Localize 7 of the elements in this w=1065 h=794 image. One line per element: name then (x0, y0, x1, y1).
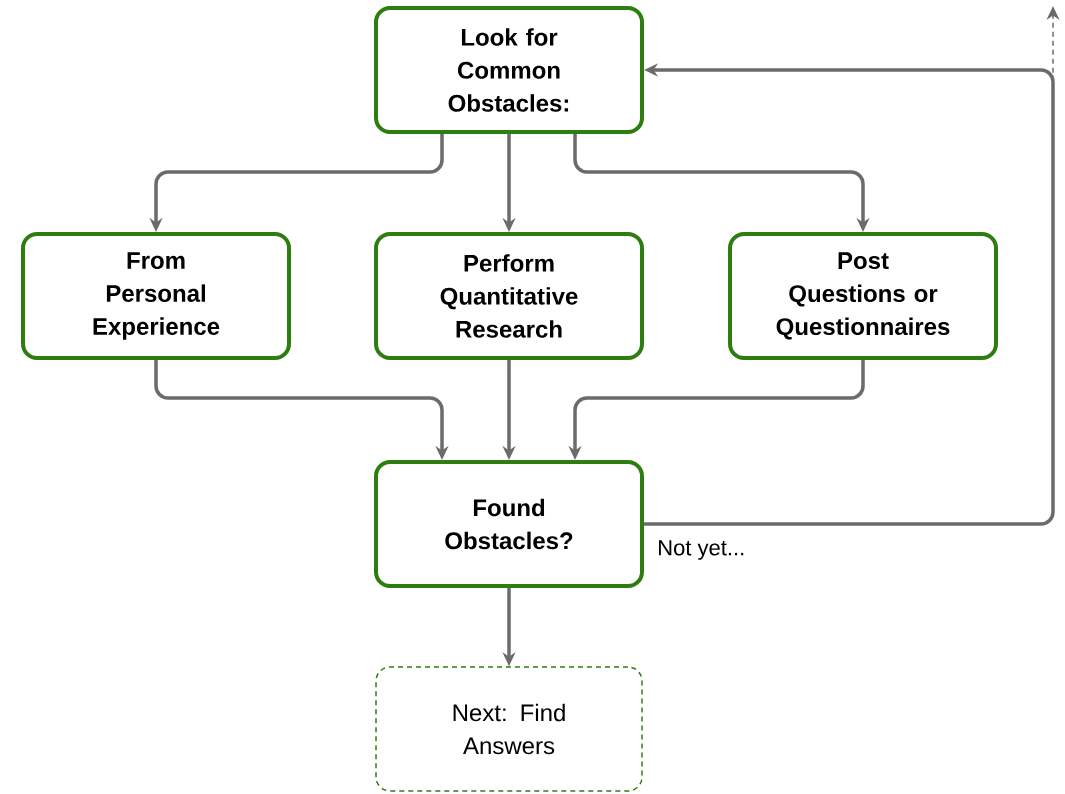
process-box: From Personal Experience (21, 232, 291, 360)
process-box: Look for Common Obstacles: (374, 6, 644, 134)
edge-label: Not yet... (659, 540, 744, 560)
process-box: Perform Quantitative Research (374, 232, 644, 360)
process-box: Found Obstacles? (374, 460, 644, 588)
process-box: Post Questions or Questionnaires (728, 232, 998, 360)
end-box: Next: Find Answers (375, 666, 643, 792)
